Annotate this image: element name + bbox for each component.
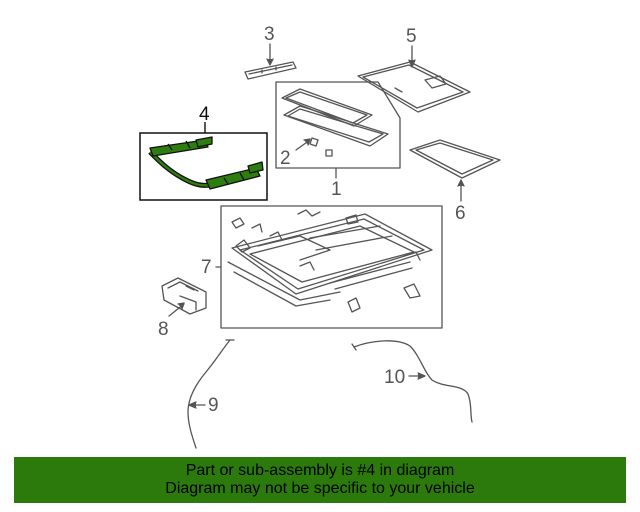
callout-4: 4 [199,104,210,125]
part-4-drive-cable-assembly[interactable] [148,136,264,190]
part-10-drain-hose[interactable] [353,340,473,423]
banner-disclaimer-line: Diagram may not be specific to your vehi… [165,480,475,497]
callout-1: 1 [331,179,342,200]
callout-10: 10 [384,367,405,388]
part-1-box [275,81,401,169]
callout-6: 6 [455,203,466,224]
leader-6-arrow [457,179,465,187]
part-4-box [139,132,268,201]
part-9-drain-hose[interactable] [187,339,231,449]
leader-5-arrow [408,59,416,68]
callout-3: 3 [264,24,275,45]
callout-2: 2 [280,148,291,169]
part-3-deflector[interactable] [244,61,297,80]
part-5-sunshade[interactable] [357,61,471,113]
part-6-weatherstrip[interactable] [409,139,501,179]
part-8-motor[interactable] [161,277,207,315]
part-7-housing-frame[interactable] [227,209,433,313]
banner-part-line: Part or sub-assembly is #4 in diagram [185,462,455,479]
leader-9-arrow [188,401,197,409]
part-1-glass-panel[interactable] [281,88,389,157]
leader-2-arrow [303,138,311,146]
callout-7: 7 [201,257,212,278]
part-7-box [220,205,443,329]
leader-8-arrow [177,302,185,310]
callout-9: 9 [208,395,219,416]
callout-8: 8 [158,319,169,340]
part-10-drain-hose-end [351,343,357,351]
leader-3-arrow [266,58,274,66]
callout-5: 5 [406,26,417,47]
vehicle-fit-banner: Part or sub-assembly is #4 in diagram Di… [14,457,626,503]
leader-10-arrow [417,372,426,380]
